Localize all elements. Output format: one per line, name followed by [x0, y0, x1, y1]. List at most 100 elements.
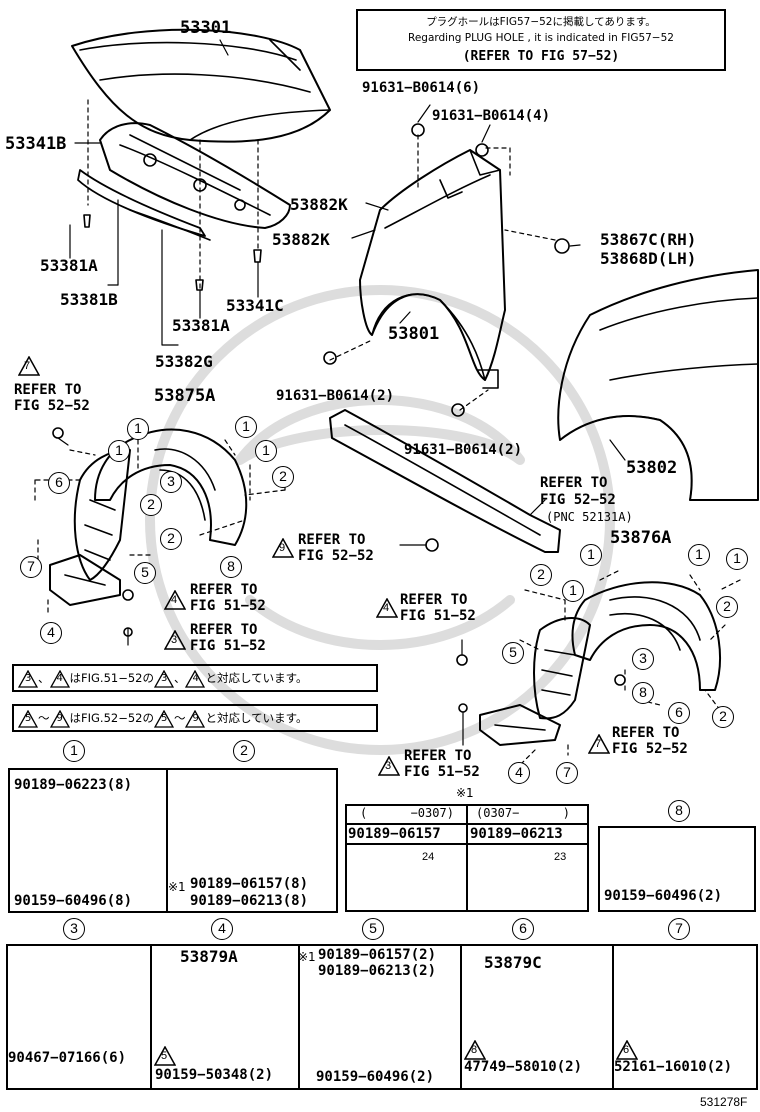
- part-53382g: 53382G: [155, 352, 213, 371]
- part-53876a: 53876A: [610, 528, 672, 548]
- detail-5-header: 5: [362, 918, 384, 940]
- detail-3-part-a: 90467−07166(6): [8, 1050, 127, 1066]
- ref-triangle-7-top-num: 7: [24, 360, 31, 372]
- ref-4-right-line2: FIG 51−52: [400, 608, 476, 624]
- legend-a-post: と対応しています。: [205, 671, 308, 685]
- part-53868d-lh: 53868D(LH): [600, 249, 697, 268]
- callout-5: 5: [502, 642, 524, 664]
- detail-7-triangle: [616, 1040, 638, 1060]
- left-fender-liner-drawing: [49, 428, 248, 606]
- legend-b-mid: はFIG.52−52の: [69, 711, 154, 725]
- clip-drawing: [83, 214, 262, 291]
- row2-divider-2: [298, 944, 300, 1090]
- ref-triangle-3-right: [378, 756, 400, 776]
- detail-4-triangle-num: 5: [161, 1050, 168, 1062]
- part-53882k-lower: 53882K: [272, 230, 330, 249]
- ref-triangle-7-top: [18, 356, 40, 376]
- ref-triangle-9-num: 9: [279, 542, 286, 554]
- clip-drawing-left: [52, 427, 64, 439]
- legend-a-pre: 、: [38, 671, 50, 685]
- callout-3: 3: [160, 471, 182, 493]
- ref-3-left-line2: FIG 51−52: [190, 638, 266, 654]
- clip-compare-divider-h1: [345, 823, 589, 825]
- front-fender-drawing: [359, 149, 506, 389]
- row2-divider-1: [150, 944, 152, 1090]
- part-53801: 53801: [388, 324, 440, 344]
- callout-5: 5: [134, 562, 156, 584]
- note-japanese: プラグホールはFIG57−52に掲載してあります。: [426, 16, 656, 28]
- support-bar-drawing: [329, 409, 561, 553]
- clip-compare-divider-v: [466, 804, 468, 912]
- ref-7-right-line2: FIG 52−52: [612, 741, 688, 757]
- clip-compare-col2-header: (0307− ): [476, 806, 570, 820]
- detail-2-part-b: 90189−06213(8): [190, 893, 309, 909]
- row2-divider-4: [612, 944, 614, 1090]
- detail-6-triangle-num: 8: [471, 1044, 478, 1056]
- callout-2: 2: [160, 528, 182, 550]
- detail-row-2: [6, 944, 758, 1090]
- detail-2-header: 2: [233, 740, 255, 762]
- legend-b-tri-1: 5: [25, 712, 32, 724]
- callout-7: 7: [556, 762, 578, 784]
- callout-1: 1: [255, 440, 277, 462]
- ref-triangle-4-left: [164, 590, 186, 610]
- detail-5-part-a: 90189−06157(2): [318, 947, 437, 963]
- ref-triangle-7-right: [588, 734, 610, 754]
- legend-b-tri-3: 5: [160, 712, 168, 724]
- detail-5-part-c: 90159−60496(2): [316, 1069, 435, 1085]
- detail-4-part-a: 90159−50348(2): [155, 1067, 274, 1083]
- ref-triangle-9: [272, 538, 294, 558]
- callout-2: 2: [712, 706, 734, 728]
- detail-5-part-b: 90189−06213(2): [318, 963, 437, 979]
- part-53381a-center: 53381A: [172, 316, 230, 335]
- detail-3-header: 3: [63, 918, 85, 940]
- detail-4-header: 4: [211, 918, 233, 940]
- detail-4-part-name: 53879A: [180, 947, 238, 966]
- row2-divider-3: [460, 944, 462, 1090]
- detail-7-header: 7: [668, 918, 690, 940]
- clip-compare-dim-1: 24: [422, 851, 435, 863]
- callout-4: 4: [40, 622, 62, 644]
- ref-4-left-line1: REFER TO: [190, 582, 258, 598]
- ref-3-right-line1: REFER TO: [404, 748, 472, 764]
- hood-drawing: [71, 28, 331, 143]
- detail-6-header: 6: [512, 918, 534, 940]
- clip-compare-dim-2: 23: [554, 851, 567, 863]
- note-reference: (REFER TO FIG 57−52): [462, 49, 620, 64]
- legend-3-4: 3 、 4 はFIG.51−52の 3 、 4 と対応しています。: [12, 664, 378, 692]
- ref-triangle-4-right-num: 4: [383, 602, 390, 614]
- callout-3: 3: [632, 648, 654, 670]
- legend-a-sep: 、: [173, 671, 186, 685]
- legend-a-tri-3: 3: [160, 672, 168, 684]
- ref-triangle-3-left-num: 3: [171, 634, 178, 646]
- callout-8: 8: [632, 682, 654, 704]
- legend-5-9: 5 〜 9 はFIG.52−52の 5 〜 9 と対応しています。: [12, 704, 378, 732]
- detail-8-header: 8: [668, 800, 690, 822]
- legend-a-tri-1: 3: [25, 672, 32, 684]
- ref-7-top-line2: FIG 52−52: [14, 398, 90, 414]
- rear-fender-drawing: [557, 269, 759, 501]
- callout-4: 4: [508, 762, 530, 784]
- callout-2: 2: [272, 466, 294, 488]
- ref-center-line2: FIG 52−52: [540, 492, 616, 508]
- ref-triangle-7-right-num: 7: [595, 738, 602, 750]
- ref-3-right-line2: FIG 51−52: [404, 764, 480, 780]
- ref-7-top-line1: REFER TO: [14, 382, 82, 398]
- detail-6-part-name: 53879C: [484, 953, 542, 972]
- legend-b-tri-2: 9: [56, 712, 63, 724]
- callout-7: 7: [20, 556, 42, 578]
- part-91631-b0614-2-right: 91631−B0614(2): [404, 442, 523, 458]
- ref-triangle-4-right: [376, 598, 398, 618]
- clip-compare-col1-part: 90189−06157: [348, 826, 441, 842]
- figure-code: 531278F: [700, 1095, 748, 1109]
- callout-1: 1: [235, 416, 257, 438]
- part-91631-b0614-6: 91631−B0614(6): [362, 80, 481, 96]
- bolt-drawing: [323, 123, 570, 417]
- detail-2-part-a: 90189−06157(8): [190, 876, 309, 892]
- detail-5-mark: ※1: [298, 950, 316, 964]
- callout-1: 1: [562, 580, 584, 602]
- ref-4-right-line1: REFER TO: [400, 592, 468, 608]
- legend-a-mid: はFIG.51−52の: [69, 671, 154, 685]
- ref-9-line2: FIG 52−52: [298, 548, 374, 564]
- callout-2: 2: [716, 596, 738, 618]
